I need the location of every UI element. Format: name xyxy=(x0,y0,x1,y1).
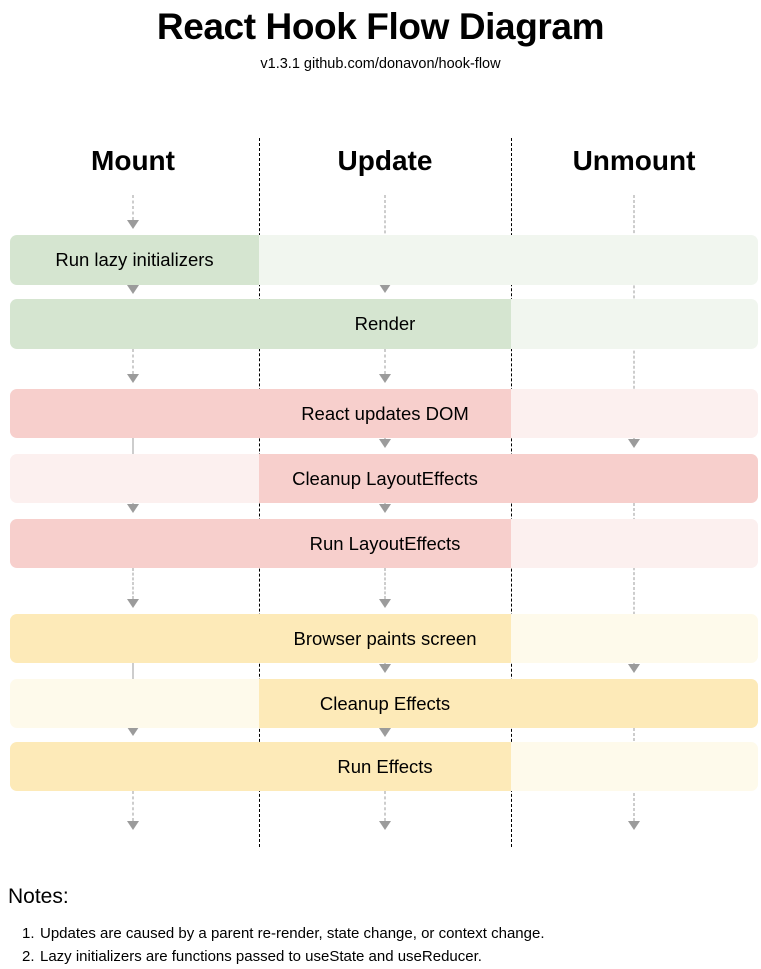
stage-cell-update xyxy=(259,742,511,791)
arrow-icon-update-7 xyxy=(379,284,391,293)
column-heading-mount: Mount xyxy=(91,145,175,176)
arrow-icon-mount-1 xyxy=(127,285,139,294)
flow-line-update-9 xyxy=(384,438,386,439)
flow-line-mount-4 xyxy=(132,568,134,599)
stage-cell-unmount xyxy=(511,742,758,791)
stage-cell-update xyxy=(259,299,511,349)
stage-cell-mount xyxy=(10,614,259,663)
stage-cell-update xyxy=(259,519,511,568)
column-heading-unmount: Unmount xyxy=(572,145,696,176)
arrow-icon-update-12 xyxy=(379,664,391,673)
stage-cell-mount xyxy=(10,454,259,503)
note-number: 1. xyxy=(22,925,35,942)
note-number: 2. xyxy=(22,948,35,965)
stage-cell-mount xyxy=(10,679,259,728)
flow-line-update-8 xyxy=(384,349,386,374)
stage-label: Render xyxy=(354,313,416,334)
stage-cell-mount xyxy=(10,235,259,285)
stage-label: Cleanup LayoutEffects xyxy=(292,467,478,489)
arrow-icon-mount-0 xyxy=(127,220,139,229)
stage-row xyxy=(10,742,758,791)
stage-cell-mount xyxy=(10,389,259,438)
stage-cell-unmount xyxy=(511,389,758,438)
note-text: Lazy initializers are functions passed t… xyxy=(40,948,482,965)
arrow-icon-update-11 xyxy=(379,599,391,608)
stage-row xyxy=(10,519,758,568)
stage-cell-update xyxy=(259,614,511,663)
arrow-icon-update-14 xyxy=(379,821,391,830)
arrow-icon-unmount-17 xyxy=(628,821,640,830)
stage-row xyxy=(10,679,758,728)
flow-line-update-10 xyxy=(384,503,386,504)
arrow-icon-update-9 xyxy=(379,439,391,448)
stage-cell-unmount xyxy=(511,299,758,349)
stage-cell-unmount xyxy=(511,679,758,728)
column-heading-update: Update xyxy=(337,145,433,176)
stage-cell-mount xyxy=(10,519,259,568)
stage-cell-unmount xyxy=(511,614,758,663)
stage-label: Browser paints screen xyxy=(293,627,477,649)
arrow-icon-update-8 xyxy=(379,374,391,383)
arrow-icon-mount-5 xyxy=(127,727,139,736)
stage-cell-update xyxy=(259,389,511,438)
arrow-icon-mount-4 xyxy=(127,599,139,608)
stage-cell-update xyxy=(259,235,511,285)
stage-label: React updates DOM xyxy=(301,402,469,424)
stage-label: Run LayoutEffects xyxy=(309,532,461,554)
stage-row xyxy=(10,614,758,663)
stage-cell-update xyxy=(259,454,511,503)
stage-row xyxy=(10,389,758,438)
flow-line-mount-6 xyxy=(132,791,134,821)
arrow-icon-update-10 xyxy=(379,504,391,513)
arrow-icon-mount-6 xyxy=(127,821,139,830)
stage-cell-mount xyxy=(10,742,259,791)
stage-row xyxy=(10,454,758,503)
stage-cell-unmount xyxy=(511,235,758,285)
page-subtitle: v1.3.1 github.com/donavon/hook-flow xyxy=(260,56,501,72)
flow-line-update-12 xyxy=(384,663,386,664)
stage-cell-unmount xyxy=(511,519,758,568)
page-title: React Hook Flow Diagram xyxy=(156,6,605,47)
arrow-icon-mount-2 xyxy=(127,374,139,383)
stage-cell-update xyxy=(259,679,511,728)
arrow-icon-update-13 xyxy=(379,728,391,737)
flow-line-mount-2 xyxy=(132,349,134,374)
stage-cell-unmount xyxy=(511,454,758,503)
flow-line-unmount-16 xyxy=(633,503,635,664)
stage-label: Cleanup Effects xyxy=(319,692,451,714)
flow-line-mount-0 xyxy=(132,195,134,220)
notes-title: Notes: xyxy=(8,885,69,908)
note-item: 2. Lazy initializers are functions passed… xyxy=(22,948,482,965)
arrow-icon-unmount-16 xyxy=(628,664,640,673)
stage-row xyxy=(10,299,758,349)
flow-line-update-11 xyxy=(384,568,386,599)
stage-cell-mount xyxy=(10,299,259,349)
arrow-icon-mount-3 xyxy=(127,504,139,513)
stage-label: Run lazy initializers xyxy=(55,249,214,270)
note-item: 1. Updates are caused by a parent re-rend… xyxy=(22,925,545,942)
stage-row xyxy=(10,235,758,285)
note-text: Updates are caused by a parent re-render… xyxy=(40,925,545,942)
stage-label: Run Effects xyxy=(337,755,433,777)
arrow-icon-unmount-15 xyxy=(628,439,640,448)
flow-line-update-14 xyxy=(384,791,386,821)
